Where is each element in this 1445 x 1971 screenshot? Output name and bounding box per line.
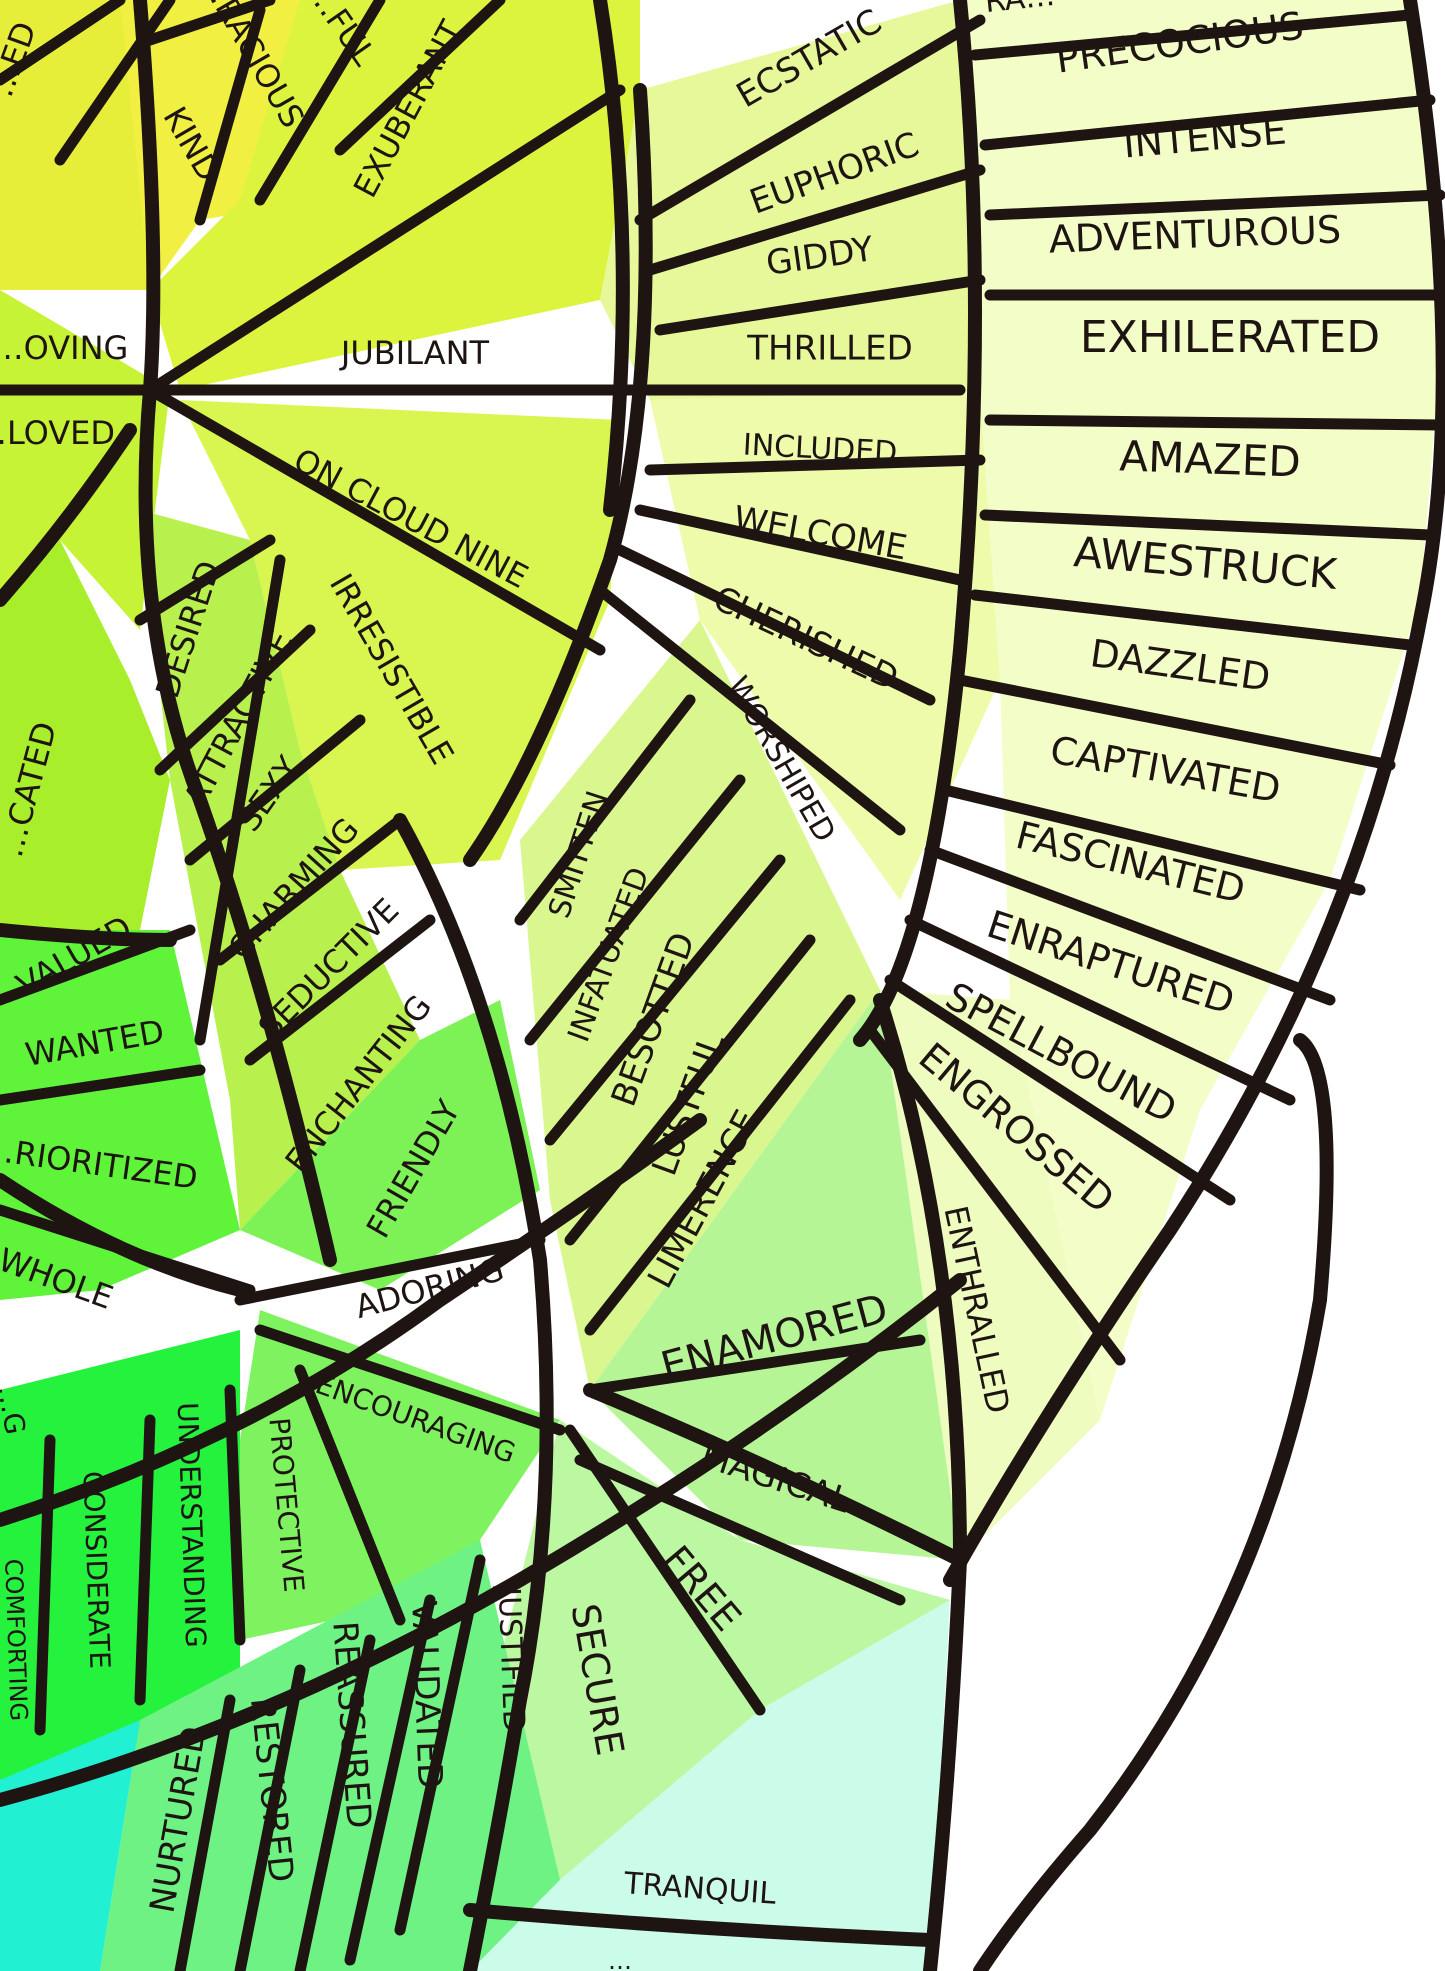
word-label: …LOVED — [0, 414, 115, 452]
word-label: … — [608, 1947, 632, 1971]
word-label: INCLUDED — [742, 427, 898, 470]
word-label: JUBILANT — [339, 334, 490, 372]
word-label: …OVING — [0, 329, 128, 367]
word-label: JUSTIFIED — [491, 1585, 531, 1733]
word-label: ADVENTUROUS — [1048, 207, 1342, 261]
word-label: AMAZED — [1119, 431, 1302, 486]
word-label: VALIDATED — [403, 1600, 450, 1789]
word-label: CONSIDERATE — [77, 1470, 117, 1669]
word-label: COMFORTING — [0, 1558, 33, 1721]
word-label: THRILLED — [746, 329, 913, 369]
word-label: EXHILERATED — [1080, 312, 1380, 363]
